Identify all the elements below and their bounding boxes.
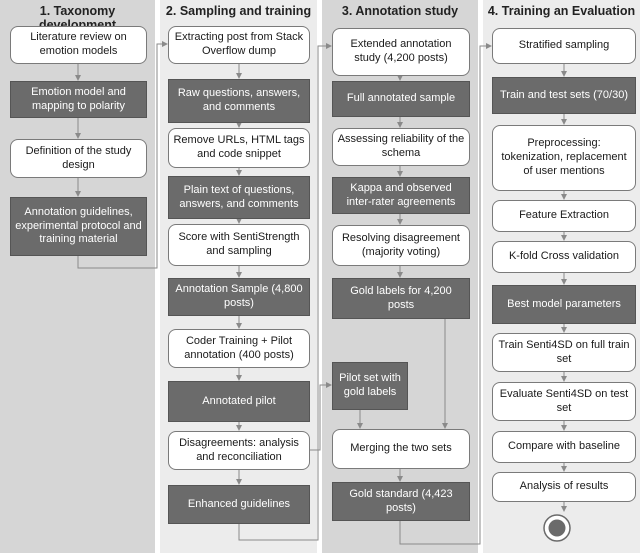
step-label: Train and test sets (70/30) xyxy=(500,88,628,101)
step-label: Extracting post from Stack Overflow dump xyxy=(174,31,304,57)
step-label: Remove URLs, HTML tags and code snippet xyxy=(173,134,305,160)
step-label: Stratified sampling xyxy=(518,39,610,52)
artifact-gold-standard: Gold standard (4,423 posts) xyxy=(332,482,470,521)
step-extended-annotation: Extended annotation study (4,200 posts) xyxy=(332,28,470,76)
step-label: Merging the two sets xyxy=(350,442,452,455)
step-train-senti4sd: Train Senti4SD on full train set xyxy=(492,333,636,372)
artifact-enhanced-guidelines: Enhanced guidelines xyxy=(168,485,310,524)
step-label: Coder Training + Pilot annotation (400 p… xyxy=(184,334,294,361)
lane-title: 2. Sampling and training xyxy=(165,4,312,18)
lane-title: 3. Annotation study xyxy=(341,4,459,18)
artifact-pilot-set: Pilot set with gold labels xyxy=(332,362,408,410)
end-node-icon xyxy=(543,514,571,542)
artifact-raw-questions: Raw questions, answers, and comments xyxy=(168,79,310,123)
step-coder-training: Coder Training + Pilot annotation (400 p… xyxy=(168,329,310,368)
step-resolve-disagreement: Resolving disagreement (majority voting) xyxy=(332,225,470,266)
step-label: Gold labels for 4,200 posts xyxy=(350,284,452,311)
step-label: K-fold Cross validation xyxy=(508,250,620,263)
step-label: Compare with baseline xyxy=(508,440,620,453)
artifact-annotation-guidelines: Annotation guidelines, experimental prot… xyxy=(10,197,147,256)
step-label: Full annotated sample xyxy=(346,92,456,105)
lane-title: 4. Training an Evaluation xyxy=(487,4,636,18)
step-label: Gold standard (4,423 posts) xyxy=(349,487,453,514)
step-merge-sets: Merging the two sets xyxy=(332,429,470,469)
step-label: Extended annotation study (4,200 posts) xyxy=(350,38,452,64)
step-label: Literature review on emotion models xyxy=(30,31,127,57)
artifact-emotion-model: Emotion model and mapping to polarity xyxy=(10,81,147,118)
step-label: Evaluate Senti4SD on test set xyxy=(499,387,629,414)
step-study-design: Definition of the study design xyxy=(10,139,147,178)
step-evaluate-senti4sd: Evaluate Senti4SD on test set xyxy=(492,382,636,421)
step-label: Raw questions, answers, and comments xyxy=(177,87,301,113)
step-remove-urls: Remove URLs, HTML tags and code snippet xyxy=(168,128,310,168)
step-assess-reliability: Assessing reliability of the schema xyxy=(332,128,470,166)
artifact-annotated-pilot: Annotated pilot xyxy=(168,381,310,422)
step-analysis-results: Analysis of results xyxy=(492,472,636,502)
step-label: Annotation Sample (4,800 posts) xyxy=(175,283,303,309)
step-compare-baseline: Compare with baseline xyxy=(492,431,636,463)
artifact-full-annotated-sample: Full annotated sample xyxy=(332,81,470,117)
step-label: Feature Extraction xyxy=(519,209,609,222)
step-label: Annotated pilot xyxy=(202,394,276,407)
artifact-kappa: Kappa and observed inter-rater agreement… xyxy=(332,177,470,214)
step-label: Score with SentiStrength and sampling xyxy=(178,231,300,257)
step-preprocessing: Preprocessing: tokenization, replacement… xyxy=(492,125,636,191)
artifact-train-test-sets: Train and test sets (70/30) xyxy=(492,77,636,114)
step-label: Analysis of results xyxy=(519,480,609,493)
step-extract-posts: Extracting post from Stack Overflow dump xyxy=(168,26,310,64)
artifact-plain-text: Plain text of questions, answers, and co… xyxy=(168,176,310,219)
artifact-annotation-sample: Annotation Sample (4,800 posts) xyxy=(168,278,310,316)
step-disagreements: Disagreements: analysis and reconciliati… xyxy=(168,431,310,470)
step-label: Preprocessing: tokenization, replacement… xyxy=(501,137,627,177)
step-stratified-sampling: Stratified sampling xyxy=(492,28,636,64)
step-literature-review: Literature review on emotion models xyxy=(10,26,147,64)
step-label: Train Senti4SD on full train set xyxy=(498,338,630,365)
step-kfold: K-fold Cross validation xyxy=(492,241,636,273)
artifact-best-model: Best model parameters xyxy=(492,285,636,324)
step-label: Annotation guidelines, experimental prot… xyxy=(15,205,142,246)
step-label: Best model parameters xyxy=(507,297,621,310)
step-label: Kappa and observed inter-rater agreement… xyxy=(346,181,456,208)
step-label: Definition of the study design xyxy=(25,144,132,171)
step-label: Plain text of questions, answers, and co… xyxy=(179,183,299,210)
step-label: Emotion model and mapping to polarity xyxy=(31,85,126,112)
step-label: Pilot set with gold labels xyxy=(339,372,401,398)
step-label: Disagreements: analysis and reconciliati… xyxy=(179,436,299,463)
step-sentistrength: Score with SentiStrength and sampling xyxy=(168,224,310,266)
step-feature-extraction: Feature Extraction xyxy=(492,200,636,232)
step-label: Assessing reliability of the schema xyxy=(337,133,465,159)
step-label: Resolving disagreement (majority voting) xyxy=(341,231,460,258)
step-label: Enhanced guidelines xyxy=(187,497,291,510)
artifact-gold-labels: Gold labels for 4,200 posts xyxy=(332,278,470,319)
